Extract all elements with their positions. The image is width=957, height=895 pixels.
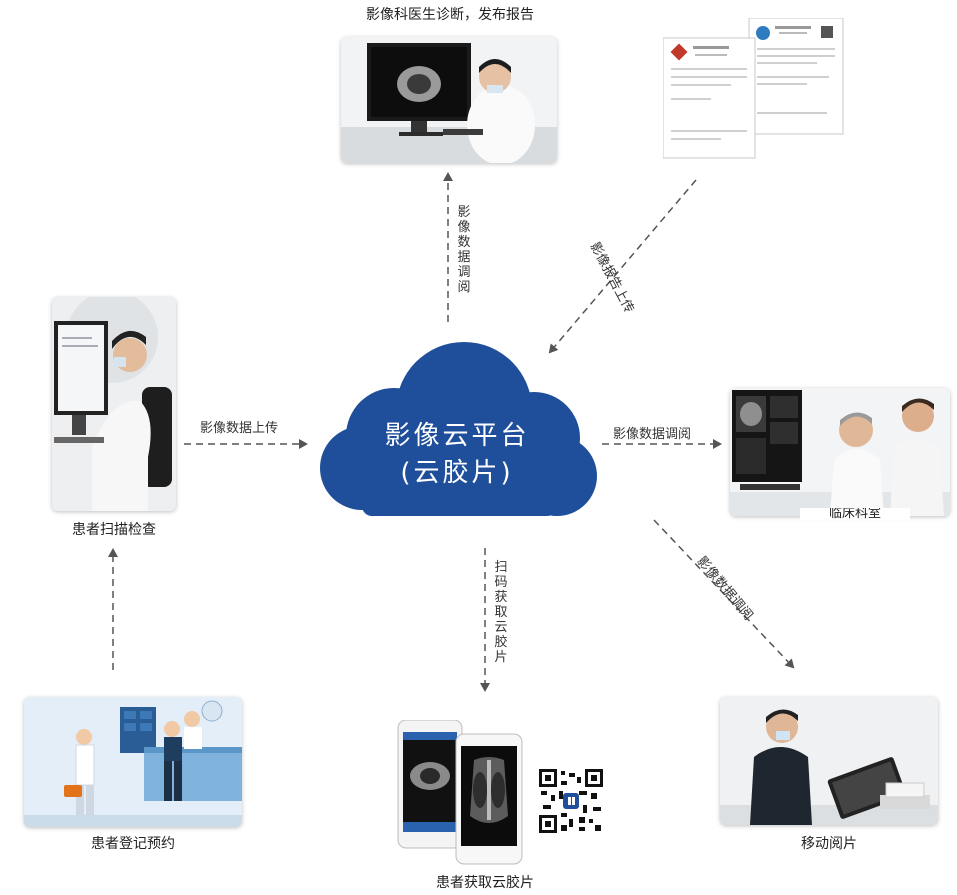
label-to-clinical: 影像数据调阅	[613, 427, 692, 442]
caption-register: 患者登记预约	[91, 836, 175, 852]
clinical-department-photo	[730, 388, 950, 516]
qr-code	[539, 769, 603, 833]
phones-image	[396, 719, 526, 866]
registration-illustration	[24, 697, 242, 827]
label-scan-upload: 影像数据上传	[200, 421, 279, 436]
caption-mobile-view: 移动阅片	[801, 836, 857, 852]
label-scan-qr: 扫码获取云胶片	[494, 560, 508, 665]
platform-subtitle: (云胶片)	[400, 458, 513, 488]
platform-title: 影像云平台	[384, 421, 529, 451]
caption-get-film: 患者获取云胶片	[436, 875, 534, 891]
mobile-view-photo	[720, 697, 938, 825]
report-documents-image	[662, 17, 845, 160]
cloud-platform: 影像云平台 (云胶片)	[320, 342, 597, 516]
doctor-diagnosis-photo	[341, 37, 557, 163]
patient-scan-photo	[52, 297, 176, 511]
arrow-cloud-to-mobile	[653, 519, 795, 669]
label-to-doctor: 影像数据调阅	[457, 205, 471, 295]
caption-scan-check: 患者扫描检查	[72, 522, 156, 538]
caption-doctor-diagnosis: 影像科医生诊断，发布报告	[366, 7, 534, 23]
caption-clinical: 临床科室	[800, 508, 910, 520]
arrow-report-to-cloud	[548, 179, 697, 354]
